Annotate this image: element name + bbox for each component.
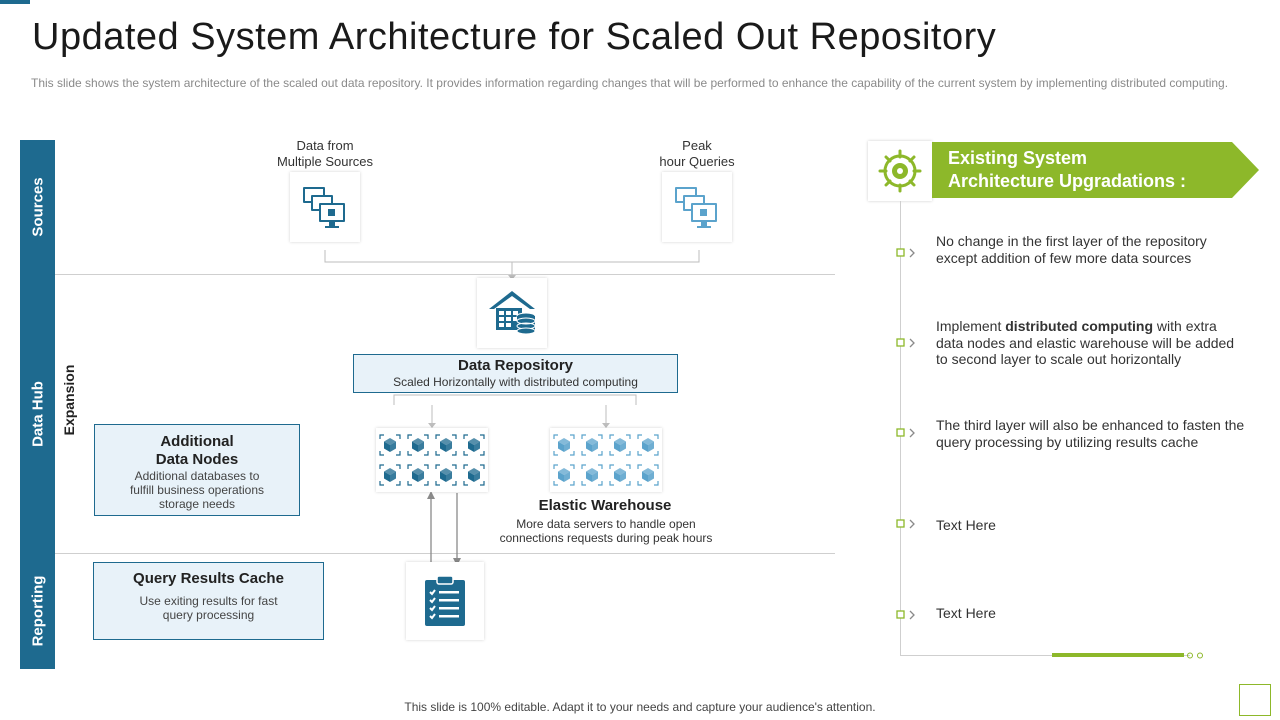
cube-icon bbox=[407, 464, 429, 486]
cube-icon bbox=[581, 434, 603, 456]
panel-item-4-text: Text Here bbox=[936, 517, 996, 533]
additional-data-nodes-title-line2: Data Nodes bbox=[155, 451, 239, 468]
panel-item-2-text-pre: Implement bbox=[936, 318, 1006, 334]
repository-icon-box bbox=[477, 278, 547, 348]
layer-divider-top bbox=[55, 274, 835, 275]
cube-icon bbox=[379, 464, 401, 486]
elastic-warehouse-text-line1: More data servers to handle open bbox=[516, 517, 696, 531]
cube-icon bbox=[463, 434, 485, 456]
clipboard-checklist-icon bbox=[425, 575, 465, 626]
source-label-peak-line1: Peak bbox=[682, 138, 712, 153]
bullet-icon-3 bbox=[896, 428, 915, 438]
bullet-icon-1 bbox=[896, 248, 915, 258]
cube-icon bbox=[553, 434, 575, 456]
panel-item-3: The third layer will also be enhanced to… bbox=[936, 417, 1246, 450]
cube-icon bbox=[609, 434, 631, 456]
data-repository-subtitle: Scaled Horizontally with distributed com… bbox=[393, 375, 638, 389]
query-results-cache-text-line2: query processing bbox=[162, 608, 255, 622]
panel-item-2-text-post: with extra data nodes and elastic wareho… bbox=[936, 318, 1235, 367]
elastic-warehouse-text: More data servers to handle open connect… bbox=[490, 517, 722, 545]
top-accent-bar bbox=[0, 0, 30, 4]
monitor-stack-icon bbox=[303, 187, 345, 228]
cube-icon bbox=[407, 434, 429, 456]
panel-icon-box bbox=[868, 141, 932, 201]
reporting-icon-box bbox=[406, 562, 484, 640]
band-sources: Sources bbox=[20, 140, 55, 274]
page-title: Updated System Architecture for Scaled O… bbox=[32, 16, 997, 58]
panel-item-4: Text Here bbox=[936, 517, 1246, 534]
panel-item-2-text-bold: distributed computing bbox=[1005, 318, 1154, 334]
additional-data-nodes-text-line1: Additional databases to bbox=[134, 469, 260, 483]
source-label-peak-line2: hour Queries bbox=[659, 154, 735, 169]
panel-item-2: Implement distributed computing with ext… bbox=[936, 318, 1246, 368]
corner-outline-box bbox=[1239, 684, 1271, 716]
source-label-peak: Peak hour Queries bbox=[637, 138, 757, 170]
cube-icon bbox=[637, 434, 659, 456]
cube-icon bbox=[379, 434, 401, 456]
panel-item-1-text: No change in the first layer of the repo… bbox=[936, 233, 1207, 266]
source-label-multiple: Data from Multiple Sources bbox=[255, 138, 395, 170]
data-repository-title: Data Repository bbox=[457, 357, 574, 374]
cube-icon bbox=[435, 434, 457, 456]
panel-green-bar bbox=[1052, 653, 1184, 657]
query-results-cache-text-line1: Use exiting results for fast bbox=[139, 594, 278, 608]
cube-icon bbox=[581, 464, 603, 486]
warehouse-database-icon bbox=[489, 291, 536, 335]
source-label-multiple-line2: Multiple Sources bbox=[276, 154, 374, 169]
cube-icon bbox=[463, 464, 485, 486]
panel-item-5-text: Text Here bbox=[936, 605, 996, 621]
panel-title-banner bbox=[932, 142, 1259, 198]
band-data-hub: Data Hub bbox=[20, 274, 55, 553]
monitor-stack-icon-light bbox=[675, 187, 717, 228]
data-nodes-cube-group bbox=[376, 428, 488, 492]
bullet-icon-5 bbox=[896, 610, 915, 620]
query-results-cache-title: Query Results Cache bbox=[133, 570, 284, 587]
panel-item-3-text: The third layer will also be enhanced to… bbox=[936, 417, 1245, 450]
sources-monitor-box-left bbox=[290, 172, 360, 242]
cube-icon bbox=[637, 464, 659, 486]
panel-item-1: No change in the first layer of the repo… bbox=[936, 233, 1246, 266]
panel-bottom-line bbox=[900, 655, 1190, 656]
panel-title: Existing System Architecture Upgradation… bbox=[948, 147, 1186, 193]
panel-item-5: Text Here bbox=[936, 605, 1246, 622]
cube-icon bbox=[553, 464, 575, 486]
sources-monitor-box-right bbox=[662, 172, 732, 242]
panel-title-line1: Existing System bbox=[948, 148, 1088, 168]
cube-icon bbox=[609, 464, 631, 486]
source-label-multiple-line1: Data from bbox=[296, 138, 354, 153]
band-reporting: Reporting bbox=[20, 553, 55, 669]
additional-data-nodes-box: Additional Data Nodes Additional databas… bbox=[94, 424, 300, 516]
layer-divider-bottom bbox=[55, 553, 835, 554]
elastic-warehouse-text-line2: connections requests during peak hours bbox=[499, 531, 713, 545]
query-results-cache-box: Query Results Cache Use exiting results … bbox=[93, 562, 324, 640]
additional-data-nodes-text-line2: fulfill business operations bbox=[129, 483, 265, 497]
additional-data-nodes-title-line1: Additional bbox=[160, 433, 234, 450]
gear-target-icon bbox=[878, 149, 922, 193]
footer-note: This slide is 100% editable. Adapt it to… bbox=[404, 700, 876, 714]
bullet-icon-2 bbox=[896, 338, 915, 348]
elastic-warehouse-title: Elastic Warehouse bbox=[538, 497, 672, 514]
additional-data-nodes-text-line3: storage needs bbox=[158, 497, 236, 511]
panel-end-dots bbox=[1187, 652, 1203, 659]
connector-lines bbox=[324, 250, 700, 566]
data-repository-box: Data Repository Scaled Horizontally with… bbox=[353, 354, 678, 393]
panel-title-line2: Architecture Upgradations : bbox=[948, 171, 1187, 191]
bullet-icon-4 bbox=[896, 519, 915, 529]
page-subtitle: This slide shows the system architecture… bbox=[31, 76, 1229, 90]
cube-icon bbox=[435, 464, 457, 486]
elastic-warehouse-cube-group bbox=[550, 428, 662, 492]
